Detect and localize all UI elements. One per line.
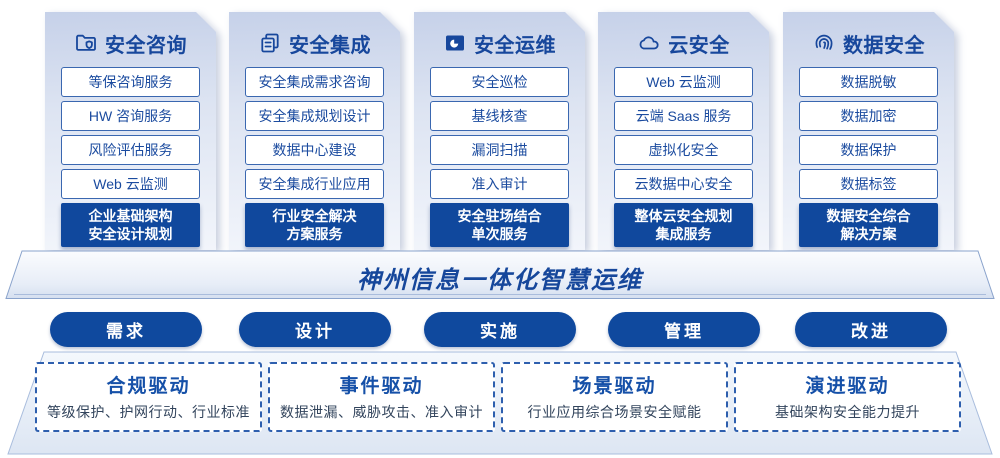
card-background: 云安全 Web 云监测 云端 Saas 服务 虚拟化安全 云数据中心安全 整体云… bbox=[598, 12, 769, 250]
service-item: 安全巡检 bbox=[430, 67, 569, 97]
service-item: 基线核查 bbox=[430, 101, 569, 131]
card-header: 数据安全 bbox=[783, 29, 954, 57]
card-title: 安全集成 bbox=[289, 34, 371, 57]
card-header: 安全运维 bbox=[414, 29, 585, 57]
service-item: HW 咨询服务 bbox=[61, 101, 200, 131]
service-list: 安全巡检 基线核查 漏洞扫描 准入审计 bbox=[414, 67, 585, 199]
card-title: 安全咨询 bbox=[105, 34, 187, 57]
card-header: 云安全 bbox=[598, 29, 769, 57]
banner-title: 神州信息一体化智慧运维 bbox=[357, 267, 643, 294]
phase-pill-requirement: 需求 bbox=[50, 312, 202, 347]
service-item: 安全集成需求咨询 bbox=[245, 67, 384, 97]
driver-desc: 行业应用综合场景安全赋能 bbox=[527, 404, 702, 420]
card-header: 安全咨询 bbox=[45, 29, 216, 57]
service-list: Web 云监测 云端 Saas 服务 虚拟化安全 云数据中心安全 bbox=[598, 67, 769, 199]
service-item: Web 云监测 bbox=[61, 169, 200, 199]
service-item: 数据中心建设 bbox=[245, 135, 384, 165]
card-security-operations: 安全运维 安全巡检 基线核查 漏洞扫描 准入审计 安全驻场结合 单次服务 bbox=[414, 0, 585, 238]
card-background: 安全集成 安全集成需求咨询 安全集成规划设计 数据中心建设 安全集成行业应用 行… bbox=[229, 12, 400, 250]
service-item: 云端 Saas 服务 bbox=[614, 101, 753, 131]
service-list: 等保咨询服务 HW 咨询服务 风险评估服务 Web 云监测 bbox=[45, 67, 216, 199]
service-item: 等保咨询服务 bbox=[61, 67, 200, 97]
driver-desc: 基础架构安全能力提升 bbox=[775, 404, 920, 420]
service-item: 云数据中心安全 bbox=[614, 169, 753, 199]
driver-box-incident: 事件驱动 数据泄漏、威胁攻击、准入审计 bbox=[268, 362, 495, 432]
driver-box-compliance: 合规驱动 等级保护、护网行动、行业标准 bbox=[35, 362, 262, 432]
card-title: 数据安全 bbox=[843, 34, 925, 57]
driver-title: 事件驱动 bbox=[339, 376, 424, 397]
service-item: 虚拟化安全 bbox=[614, 135, 753, 165]
card-title: 安全运维 bbox=[474, 34, 556, 57]
card-highlight: 安全驻场结合 单次服务 bbox=[430, 203, 569, 247]
driver-box-scenario: 场景驱动 行业应用综合场景安全赋能 bbox=[501, 362, 728, 432]
phase-pill-implementation: 实施 bbox=[424, 312, 576, 347]
service-item: 漏洞扫描 bbox=[430, 135, 569, 165]
card-title: 云安全 bbox=[668, 34, 730, 57]
driver-box-evolution: 演进驱动 基础架构安全能力提升 bbox=[734, 362, 961, 432]
service-item: 数据保护 bbox=[799, 135, 938, 165]
card-cloud-security: 云安全 Web 云监测 云端 Saas 服务 虚拟化安全 云数据中心安全 整体云… bbox=[598, 0, 769, 238]
card-highlight: 数据安全综合 解决方案 bbox=[799, 203, 938, 247]
card-highlight: 整体云安全规划 集成服务 bbox=[614, 203, 753, 247]
driver-desc: 数据泄漏、威胁攻击、准入审计 bbox=[280, 404, 483, 420]
card-data-security: 数据安全 数据脱敏 数据加密 数据保护 数据标签 数据安全综合 解决方案 bbox=[783, 0, 954, 238]
phase-pill-management: 管理 bbox=[608, 312, 760, 347]
service-item: 数据脱敏 bbox=[799, 67, 938, 97]
card-background: 数据安全 数据脱敏 数据加密 数据保护 数据标签 数据安全综合 解决方案 bbox=[783, 12, 954, 250]
banner-trapezoid bbox=[5, 250, 995, 299]
folder-pie-icon bbox=[443, 31, 467, 55]
driver-title: 场景驱动 bbox=[572, 376, 657, 397]
card-background: 安全咨询 等保咨询服务 HW 咨询服务 风险评估服务 Web 云监测 企业基础架… bbox=[45, 12, 216, 250]
card-highlight: 企业基础架构 安全设计规划 bbox=[61, 203, 200, 247]
service-item: 风险评估服务 bbox=[61, 135, 200, 165]
service-list: 安全集成需求咨询 安全集成规划设计 数据中心建设 安全集成行业应用 bbox=[229, 67, 400, 199]
service-item: 安全集成规划设计 bbox=[245, 101, 384, 131]
card-security-integration: 安全集成 安全集成需求咨询 安全集成规划设计 数据中心建设 安全集成行业应用 行… bbox=[229, 0, 400, 238]
service-item: 安全集成行业应用 bbox=[245, 169, 384, 199]
driver-title: 合规驱动 bbox=[106, 376, 191, 397]
service-item: Web 云监测 bbox=[614, 67, 753, 97]
stacked-documents-icon bbox=[258, 31, 282, 55]
service-list: 数据脱敏 数据加密 数据保护 数据标签 bbox=[783, 67, 954, 199]
card-security-consulting: 安全咨询 等保咨询服务 HW 咨询服务 风险评估服务 Web 云监测 企业基础架… bbox=[45, 0, 216, 238]
cloud-icon bbox=[637, 31, 661, 55]
driver-title: 演进驱动 bbox=[805, 376, 890, 397]
driver-desc: 等级保护、护网行动、行业标准 bbox=[47, 404, 250, 420]
service-item: 数据加密 bbox=[799, 101, 938, 131]
service-item: 数据标签 bbox=[799, 169, 938, 199]
folder-shield-icon bbox=[74, 31, 98, 55]
fingerprint-icon bbox=[812, 31, 836, 55]
card-background: 安全运维 安全巡检 基线核查 漏洞扫描 准入审计 安全驻场结合 单次服务 bbox=[414, 12, 585, 250]
card-header: 安全集成 bbox=[229, 29, 400, 57]
phase-pill-design: 设计 bbox=[239, 312, 391, 347]
card-highlight: 行业安全解决 方案服务 bbox=[245, 203, 384, 247]
phase-pill-improvement: 改进 bbox=[795, 312, 947, 347]
service-item: 准入审计 bbox=[430, 169, 569, 199]
